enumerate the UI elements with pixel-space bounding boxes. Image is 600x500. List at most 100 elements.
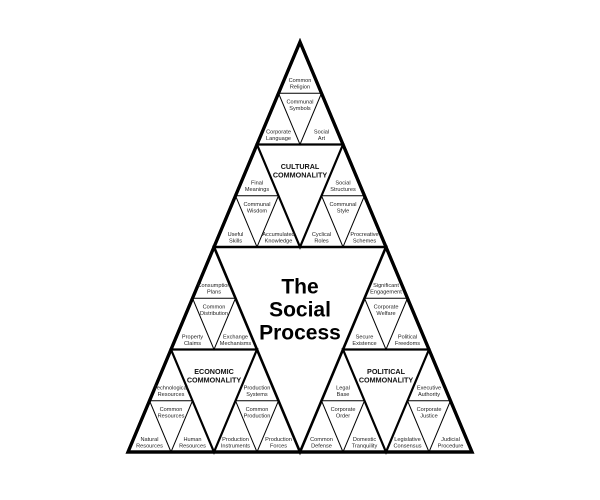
cultural-group-1-top-label-line: Meanings	[245, 187, 269, 193]
economic-group-0-right-label-line: Mechanisms	[220, 341, 252, 347]
political-group-0-left-label-line: Existence	[352, 341, 376, 347]
cultural-group-1-top-label-line: Final	[251, 181, 263, 187]
cultural-group-2-top-label-line: Structures	[330, 187, 356, 193]
economic-group-0-top-label-line: Consumption	[198, 283, 231, 289]
economic-group-2-center-label-line: Common	[246, 407, 269, 413]
economic-group-1-top-label-line: Technological	[154, 386, 188, 392]
economic-group-2-top-label-line: Systems	[246, 392, 268, 398]
political-group-2-right-label-line: Judicial	[441, 437, 460, 443]
economic-commonality-title-line: ECONOMIC	[194, 367, 234, 376]
political-group-2-center-label-line: Justice	[420, 414, 437, 420]
economic-group-1-center-label-line: Common	[160, 407, 183, 413]
economic-group-0-left-label-line: Property	[182, 334, 203, 340]
cultural-group-2-left-label-line: Cyclical	[312, 232, 331, 238]
economic-group-2-right-label-line: Production	[265, 437, 292, 443]
political-group-0-center-label-line: Welfare	[376, 311, 395, 317]
political-commonality-title-line: COMMONALITY	[359, 375, 414, 384]
economic-group-1-center-triangle	[148, 400, 194, 454]
political-group-2-right-label-line: Procedure	[438, 443, 464, 449]
political-group-1-right-label-line: Domestic	[353, 437, 377, 443]
cultural-group-2-center-label-line: Style	[337, 209, 349, 215]
economic-group-2-right-label-line: Forces	[270, 443, 287, 449]
economic-group-0-center-label-line: Distribution	[200, 311, 228, 317]
cultural-group-0-right-label-line: Social	[314, 129, 329, 135]
cultural-group-1-left-label-line: Skills	[229, 238, 242, 244]
cultural-group-2-top-label-line: Social	[335, 181, 350, 187]
political-group-0-right-label-line: Freedoms	[395, 341, 420, 347]
cultural-group-0-left-label-line: Corporate	[266, 129, 291, 135]
outer-triangle-border	[125, 37, 475, 454]
cultural-group-0-center-triangle	[277, 92, 323, 146]
triangle-lines	[125, 37, 475, 456]
political-group-1-left-label-line: Defense	[311, 443, 332, 449]
cultural-commonality-title-line: CULTURAL	[281, 162, 320, 171]
political-group-2-left-label-line: Legislative	[394, 437, 420, 443]
cultural-group-0-left-label-line: Language	[266, 136, 291, 142]
political-group-2-center-triangle	[406, 400, 452, 454]
political-commonality-title-line: POLITICAL	[367, 367, 406, 376]
center-title-line: The	[281, 276, 318, 299]
political-group-2-top-label-line: Authority	[418, 392, 440, 398]
center-title-line: Social	[269, 299, 331, 322]
economic-group-1-center-label-line: Resources	[158, 414, 185, 420]
political-group-1-top-label-line: Base	[337, 392, 350, 398]
cultural-group-0-center-label-line: Communal	[286, 100, 313, 106]
political-group-0-top-label-line: Significant	[373, 283, 399, 289]
cultural-group-1-center-label-line: Communal	[243, 202, 270, 208]
cultural-group-1-center-label-line: Wisdom	[247, 209, 268, 215]
political-group-0-left-label-line: Secure	[356, 334, 374, 340]
economic-group-1-right-label-line: Resources	[179, 443, 206, 449]
economic-group-2-center-triangle	[234, 400, 280, 454]
cultural-group-0-top-label-line: Common	[289, 78, 312, 84]
economic-group-2-left-label-line: Instruments	[221, 443, 250, 449]
economic-group-2-center-label-line: Production	[244, 414, 271, 420]
political-group-1-center-triangle	[320, 400, 366, 454]
cultural-group-0-top-label-line: Religion	[290, 85, 310, 91]
cultural-group-1-left-label-line: Useful	[228, 232, 244, 238]
cultural-commonality-title-line: COMMONALITY	[273, 170, 328, 179]
political-group-2-center-label-line: Corporate	[417, 407, 442, 413]
cultural-group-2-right-label-line: Schemes	[353, 238, 377, 244]
cultural-group-2-center-triangle	[320, 195, 366, 249]
political-group-0-top-label-line: Engagement	[370, 290, 402, 296]
center-title-line: Process	[259, 322, 341, 345]
cultural-group-1-center-triangle	[234, 195, 280, 249]
cultural-group-0-center-label-line: Symbols	[289, 106, 311, 112]
economic-group-2-left-label-line: Production	[222, 437, 249, 443]
political-group-2-top-label-line: Executive	[417, 386, 441, 392]
economic-group-0-center-triangle	[191, 297, 237, 351]
